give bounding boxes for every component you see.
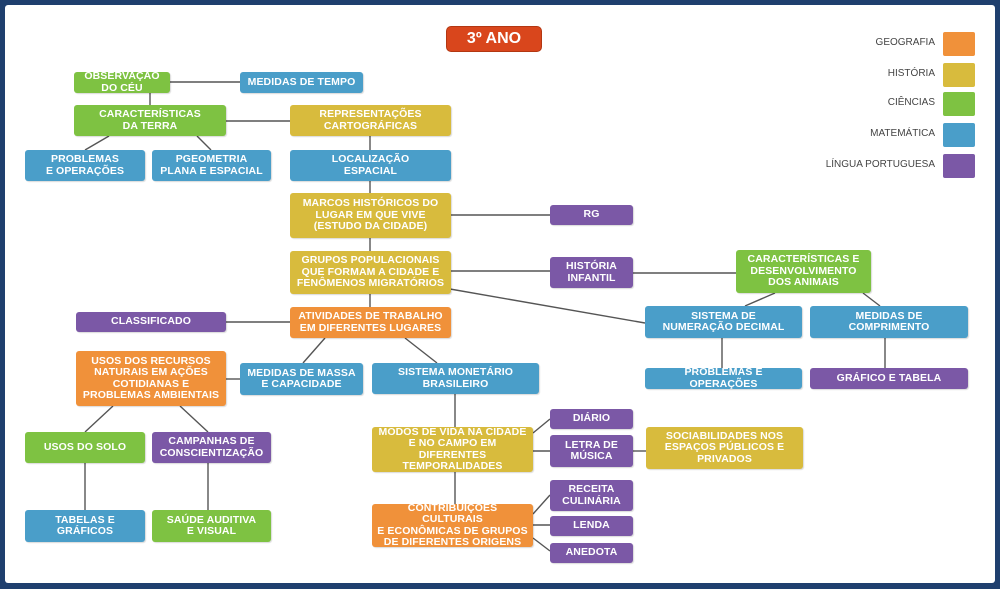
node-anedota: ANEDOTA (550, 543, 633, 563)
node-medidas-comprimento: MEDIDAS DE COMPRIMENTO (810, 306, 968, 338)
node-campanhas: CAMPANHAS DE CONSCIENTIZAÇÃO (152, 432, 271, 463)
node-sistema-monetario: SISTEMA MONETÁRIO BRASILEIRO (372, 363, 539, 394)
node-lenda: LENDA (550, 516, 633, 536)
node-letra-musica: LETRA DE MÚSICA (550, 435, 633, 467)
node-saude-auditiva: SAÚDE AUDITIVA E VISUAL (152, 510, 271, 542)
link-modos-diario (532, 418, 551, 434)
legend-item-ciencias: CIÊNCIAS (825, 92, 975, 116)
node-usos-solo: USOS DO SOLO (25, 432, 145, 463)
link-usos-campanhas (179, 405, 209, 433)
link-caracteristicas-geometria (196, 135, 212, 151)
node-observacao-ceu: OBSERVAÇÃO DO CÉU (74, 70, 170, 93)
legend-item-matematica: MATEMÁTICA (825, 123, 975, 147)
node-receita-culinaria: RECEITA CULINÁRIA (550, 480, 633, 511)
legend-swatch (943, 63, 975, 87)
node-caracteristicas-animais: CARACTERÍSTICAS E DESENVOLVIMENTO DOS AN… (736, 250, 871, 293)
node-problemas-operacoes-2: PROBLEMAS E OPERAÇÕES (645, 366, 802, 389)
legend-label: GEOGRAFIA (875, 37, 935, 48)
node-grupos-populacionais: GRUPOS POPULACIONAIS QUE FORMAM A CIDADE… (290, 251, 451, 294)
legend-label: MATEMÁTICA (870, 128, 935, 139)
link-contribuicoes-anedota (532, 537, 551, 552)
page-title: 3º ANO (446, 26, 542, 52)
node-sistema-numeracao: SISTEMA DE NUMERAÇÃO DECIMAL (645, 306, 802, 338)
node-usos-recursos: USOS DOS RECURSOS NATURAIS EM AÇÕES COTI… (76, 351, 226, 406)
link-caracteristicas-problemas (84, 135, 110, 151)
node-contribuicoes-culturais: CONTRIBUIÇÕES CULTURAIS E ECONÔMICAS DE … (372, 502, 533, 548)
node-marcos-historicos: MARCOS HISTÓRICOS DO LUGAR EM QUE VIVE (… (290, 193, 451, 238)
node-classificado: CLASSIFICADO (76, 312, 226, 332)
node-diario: DIÁRIO (550, 409, 633, 429)
node-pgeometria: PGEOMETRIA PLANA E ESPACIAL (152, 150, 271, 181)
legend-label: CIÊNCIAS (887, 97, 935, 108)
legend-swatch (943, 92, 975, 116)
node-modos-vida: MODOS DE VIDA NA CIDADE E NO CAMPO EM DI… (372, 426, 533, 472)
node-caracteristicas-terra: CARACTERÍSTICAS DA TERRA (74, 105, 226, 136)
legend-item-geografia: GEOGRAFIA (825, 32, 975, 56)
legend-item-lingua-portuguesa: LÍNGUA PORTUGUESA (825, 154, 975, 178)
concept-map-canvas: 3º ANO GEOGRAFIA HISTÓRIA CIÊNCIAS MATEM… (5, 5, 995, 583)
legend-item-historia: HISTÓRIA (825, 63, 975, 87)
node-sociabilidades: SOCIABILIDADES NOS ESPAÇOS PÚBLICOS E PR… (646, 427, 803, 469)
node-localizacao-espacial: LOCALIZAÇÃO ESPACIAL (290, 150, 451, 181)
link-atividades-massa (302, 337, 326, 364)
node-medidas-tempo: MEDIDAS DE TEMPO (240, 72, 363, 93)
legend-swatch (943, 123, 975, 147)
link-usos-solo (84, 405, 114, 433)
node-medidas-massa: MEDIDAS DE MASSA E CAPACIDADE (240, 363, 363, 395)
node-tabelas-graficos: TABELAS E GRÁFICOS (25, 510, 145, 542)
link-animais-comprimento (862, 292, 881, 307)
node-representacoes-cartograficas: REPRESENTAÇÕES CARTOGRÁFICAS (290, 105, 451, 136)
link-contribuicoes-receita (532, 494, 551, 515)
link-atividades-monetario (404, 337, 438, 364)
legend-label: HISTÓRIA (887, 68, 935, 79)
node-grafico-tabela: GRÁFICO E TABELA (810, 368, 968, 389)
link-grupos-numeracao (449, 288, 646, 324)
legend-label: LÍNGUA PORTUGUESA (825, 159, 935, 170)
node-problemas-operacoes: PROBLEMAS E OPERAÇÕES (25, 150, 145, 181)
legend-swatch (943, 154, 975, 178)
node-atividades-trabalho: ATIVIDADES DE TRABALHO EM DIFERENTES LUG… (290, 307, 451, 338)
node-rg: RG (550, 205, 633, 225)
connector-lines (84, 81, 886, 552)
node-historia-infantil: HISTÓRIA INFANTIL (550, 257, 633, 288)
legend-swatch (943, 32, 975, 56)
link-animais-numeracao (744, 292, 776, 307)
